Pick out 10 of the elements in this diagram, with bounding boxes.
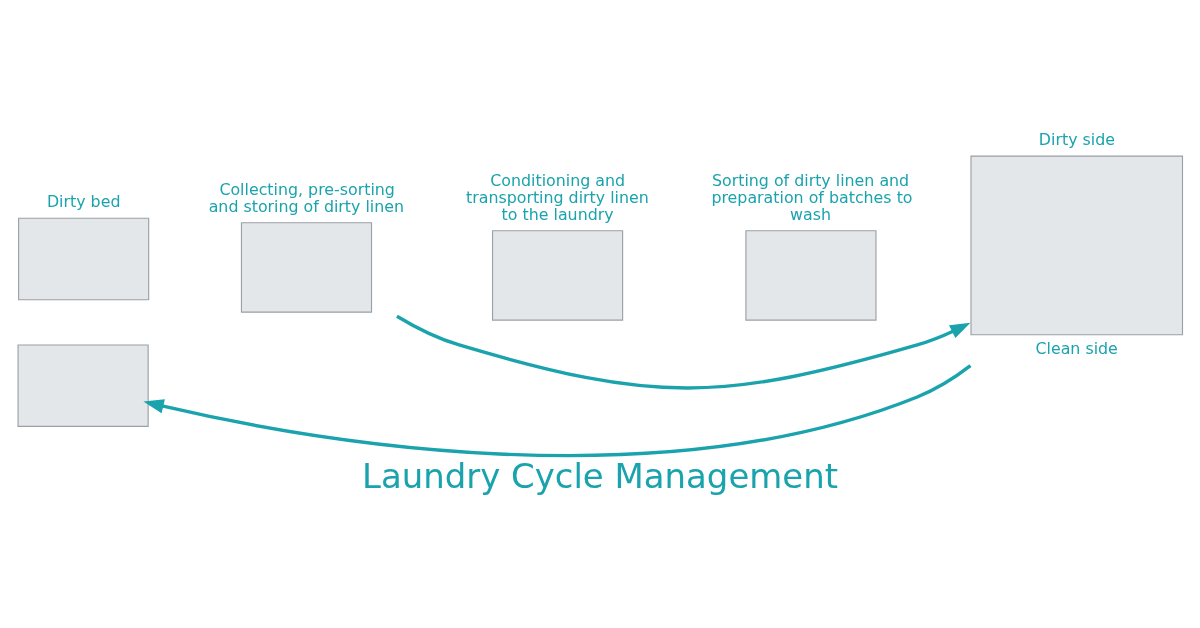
arrow xyxy=(143,364,972,458)
node-label: Clean side xyxy=(1035,339,1118,359)
node-label: Conditioning and transporting dirty linen to the laundry xyxy=(465,170,649,224)
diagram-title: Laundry Cycle Management xyxy=(362,456,838,496)
node-label: Sorting of dirty linen and preparation of batches to wash xyxy=(711,170,913,224)
node-box xyxy=(17,344,149,427)
node-label: Dirty bed xyxy=(46,192,121,212)
arrow xyxy=(396,314,971,390)
node-label: Dirty side xyxy=(1038,129,1115,149)
node-label: Collecting, pre-sorting and storing of dirty linen xyxy=(208,179,405,216)
